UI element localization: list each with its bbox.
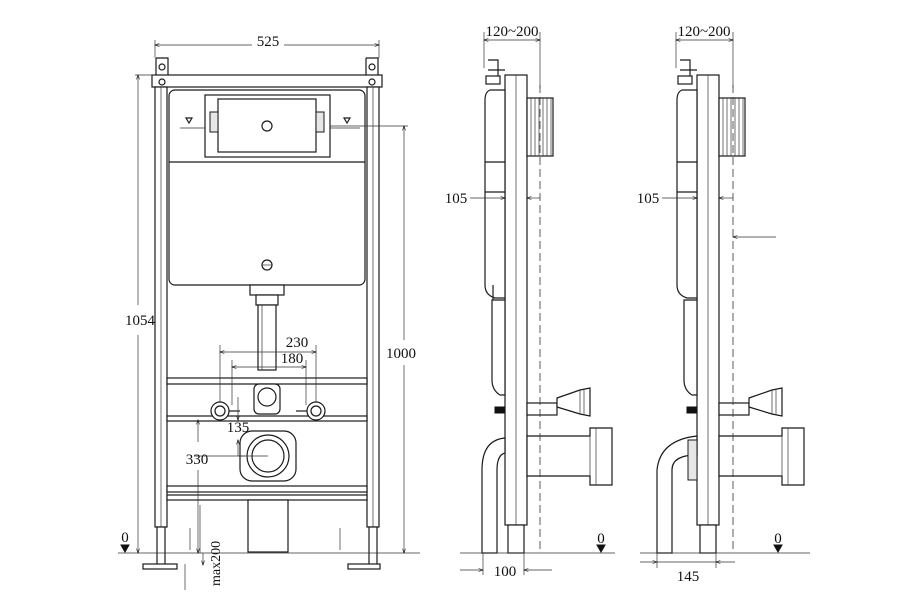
- width-dimension: 525: [257, 34, 280, 50]
- foot-adjust-dimension: max200: [209, 541, 224, 586]
- drain-offset-dimension: 135: [227, 420, 250, 436]
- flush-pipe: [257, 304, 277, 371]
- floor-level-label: 0: [121, 530, 129, 546]
- side-a-floor-label: 0: [597, 531, 605, 547]
- right-foot: [347, 563, 381, 570]
- front-view: 525 1054 1000 230 180 135 330 0: [118, 34, 420, 590]
- side-b-floor-label: 0: [774, 531, 782, 547]
- flush-height-dimension: 1000: [386, 346, 416, 362]
- flush-plate-opening: [204, 94, 331, 158]
- side-b-offset-dimension: 105: [637, 191, 660, 207]
- stud-spacing-dimension: 230: [286, 335, 309, 351]
- drain-height-dimension: 330: [186, 452, 209, 468]
- lower-rail: [166, 485, 368, 493]
- height-dimension: 1054: [125, 313, 156, 329]
- side-a-cistern: [484, 89, 506, 299]
- side-view-a: 0 120~200 105 100: [445, 24, 615, 580]
- side-a-drain: [526, 427, 613, 486]
- stud-left: [210, 401, 230, 421]
- side-b-cistern: [676, 89, 698, 299]
- side-view-b: 0 120~200 105 145: [637, 24, 810, 585]
- top-rail: [151, 74, 383, 88]
- stud-right: [306, 401, 326, 421]
- mount-hole-left: [158, 63, 166, 71]
- side-a-foot-dimension: 100: [494, 564, 517, 580]
- inlet-spacing-dimension: 180: [281, 351, 304, 367]
- side-b-depth-dimension: 120~200: [677, 24, 730, 40]
- side-b-drain: [718, 427, 805, 486]
- side-a-depth-dimension: 120~200: [485, 24, 538, 40]
- side-b-foot-dimension: 145: [677, 569, 700, 585]
- left-foot: [142, 563, 178, 570]
- side-b-bellows: [718, 97, 746, 157]
- side-a-offset-dimension: 105: [445, 191, 468, 207]
- mount-hole-right: [368, 63, 376, 71]
